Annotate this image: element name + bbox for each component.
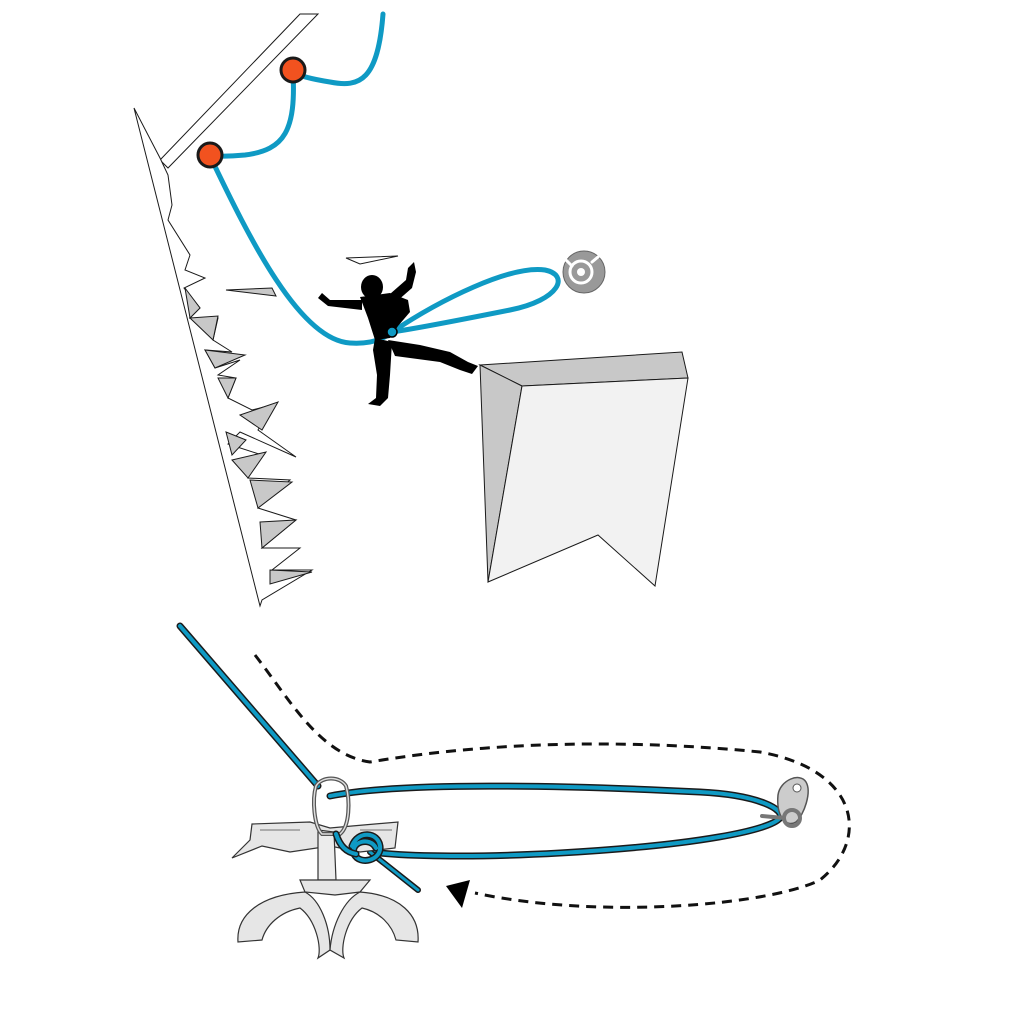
tie-in-point	[386, 326, 398, 338]
rock-wall-icon	[133, 13, 399, 608]
harness-icon	[231, 821, 419, 960]
carabiner-icon	[312, 776, 351, 836]
bolt-anchor-icon	[562, 250, 606, 294]
quickdraw-icon	[279, 56, 307, 84]
hanger-icon	[760, 776, 809, 828]
bottom-rope	[176, 622, 785, 893]
figure-eight-knot-icon	[332, 830, 384, 864]
quickdraw-icon	[196, 141, 224, 169]
boulder-icon	[478, 351, 689, 587]
climber-icon	[318, 262, 478, 406]
dashed-path	[253, 654, 851, 909]
arrow-icon	[446, 880, 470, 908]
